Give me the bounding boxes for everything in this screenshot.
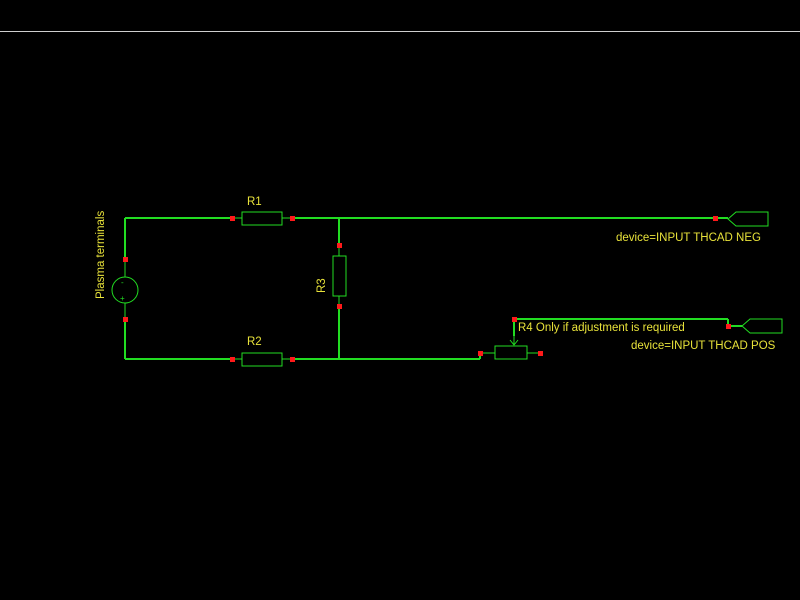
resistor-r2 [232,352,292,367]
port-pos [741,318,783,334]
label-port-neg: device=INPUT THCAD NEG [616,232,761,244]
pin-r4-left [478,351,483,356]
pin-r3-bottom [337,304,342,309]
pin-r4-right [538,351,543,356]
pin-source-top [123,257,128,262]
potentiometer-r4 [480,319,540,360]
resistor-r1 [232,211,292,226]
label-source: Plasma terminals [95,211,107,299]
port-neg [727,211,769,227]
pin-r1-right [290,216,295,221]
label-r3: R3 [316,278,328,293]
pin-neg-port [713,216,718,221]
pin-pos-port [726,324,731,329]
resistor-r3 [332,245,347,306]
pin-r1-left [230,216,235,221]
pin-r2-left [230,357,235,362]
label-port-pos: device=INPUT THCAD POS [631,340,776,352]
pin-r2-right [290,357,295,362]
label-r4: R4 Only if adjustment is required [518,322,685,334]
source-circle-icon [111,276,139,304]
pin-source-bottom [123,317,128,322]
top-divider [0,31,800,32]
source-plus-symbol: + [120,294,125,303]
source-minus-symbol: - [121,278,124,287]
neg-port-flag-icon [727,211,769,227]
wiper-arrow-icon [509,339,519,346]
pin-r3-top [337,243,342,248]
label-r2: R2 [247,336,262,348]
labels: R1 R2 R3 Plasma terminals R4 Only if adj… [95,196,776,352]
pin-r4-wiper [512,317,517,322]
voltage-source: - + [111,259,139,319]
pins [123,216,731,362]
pos-port-flag-icon [741,318,783,334]
label-r1: R1 [247,196,262,208]
